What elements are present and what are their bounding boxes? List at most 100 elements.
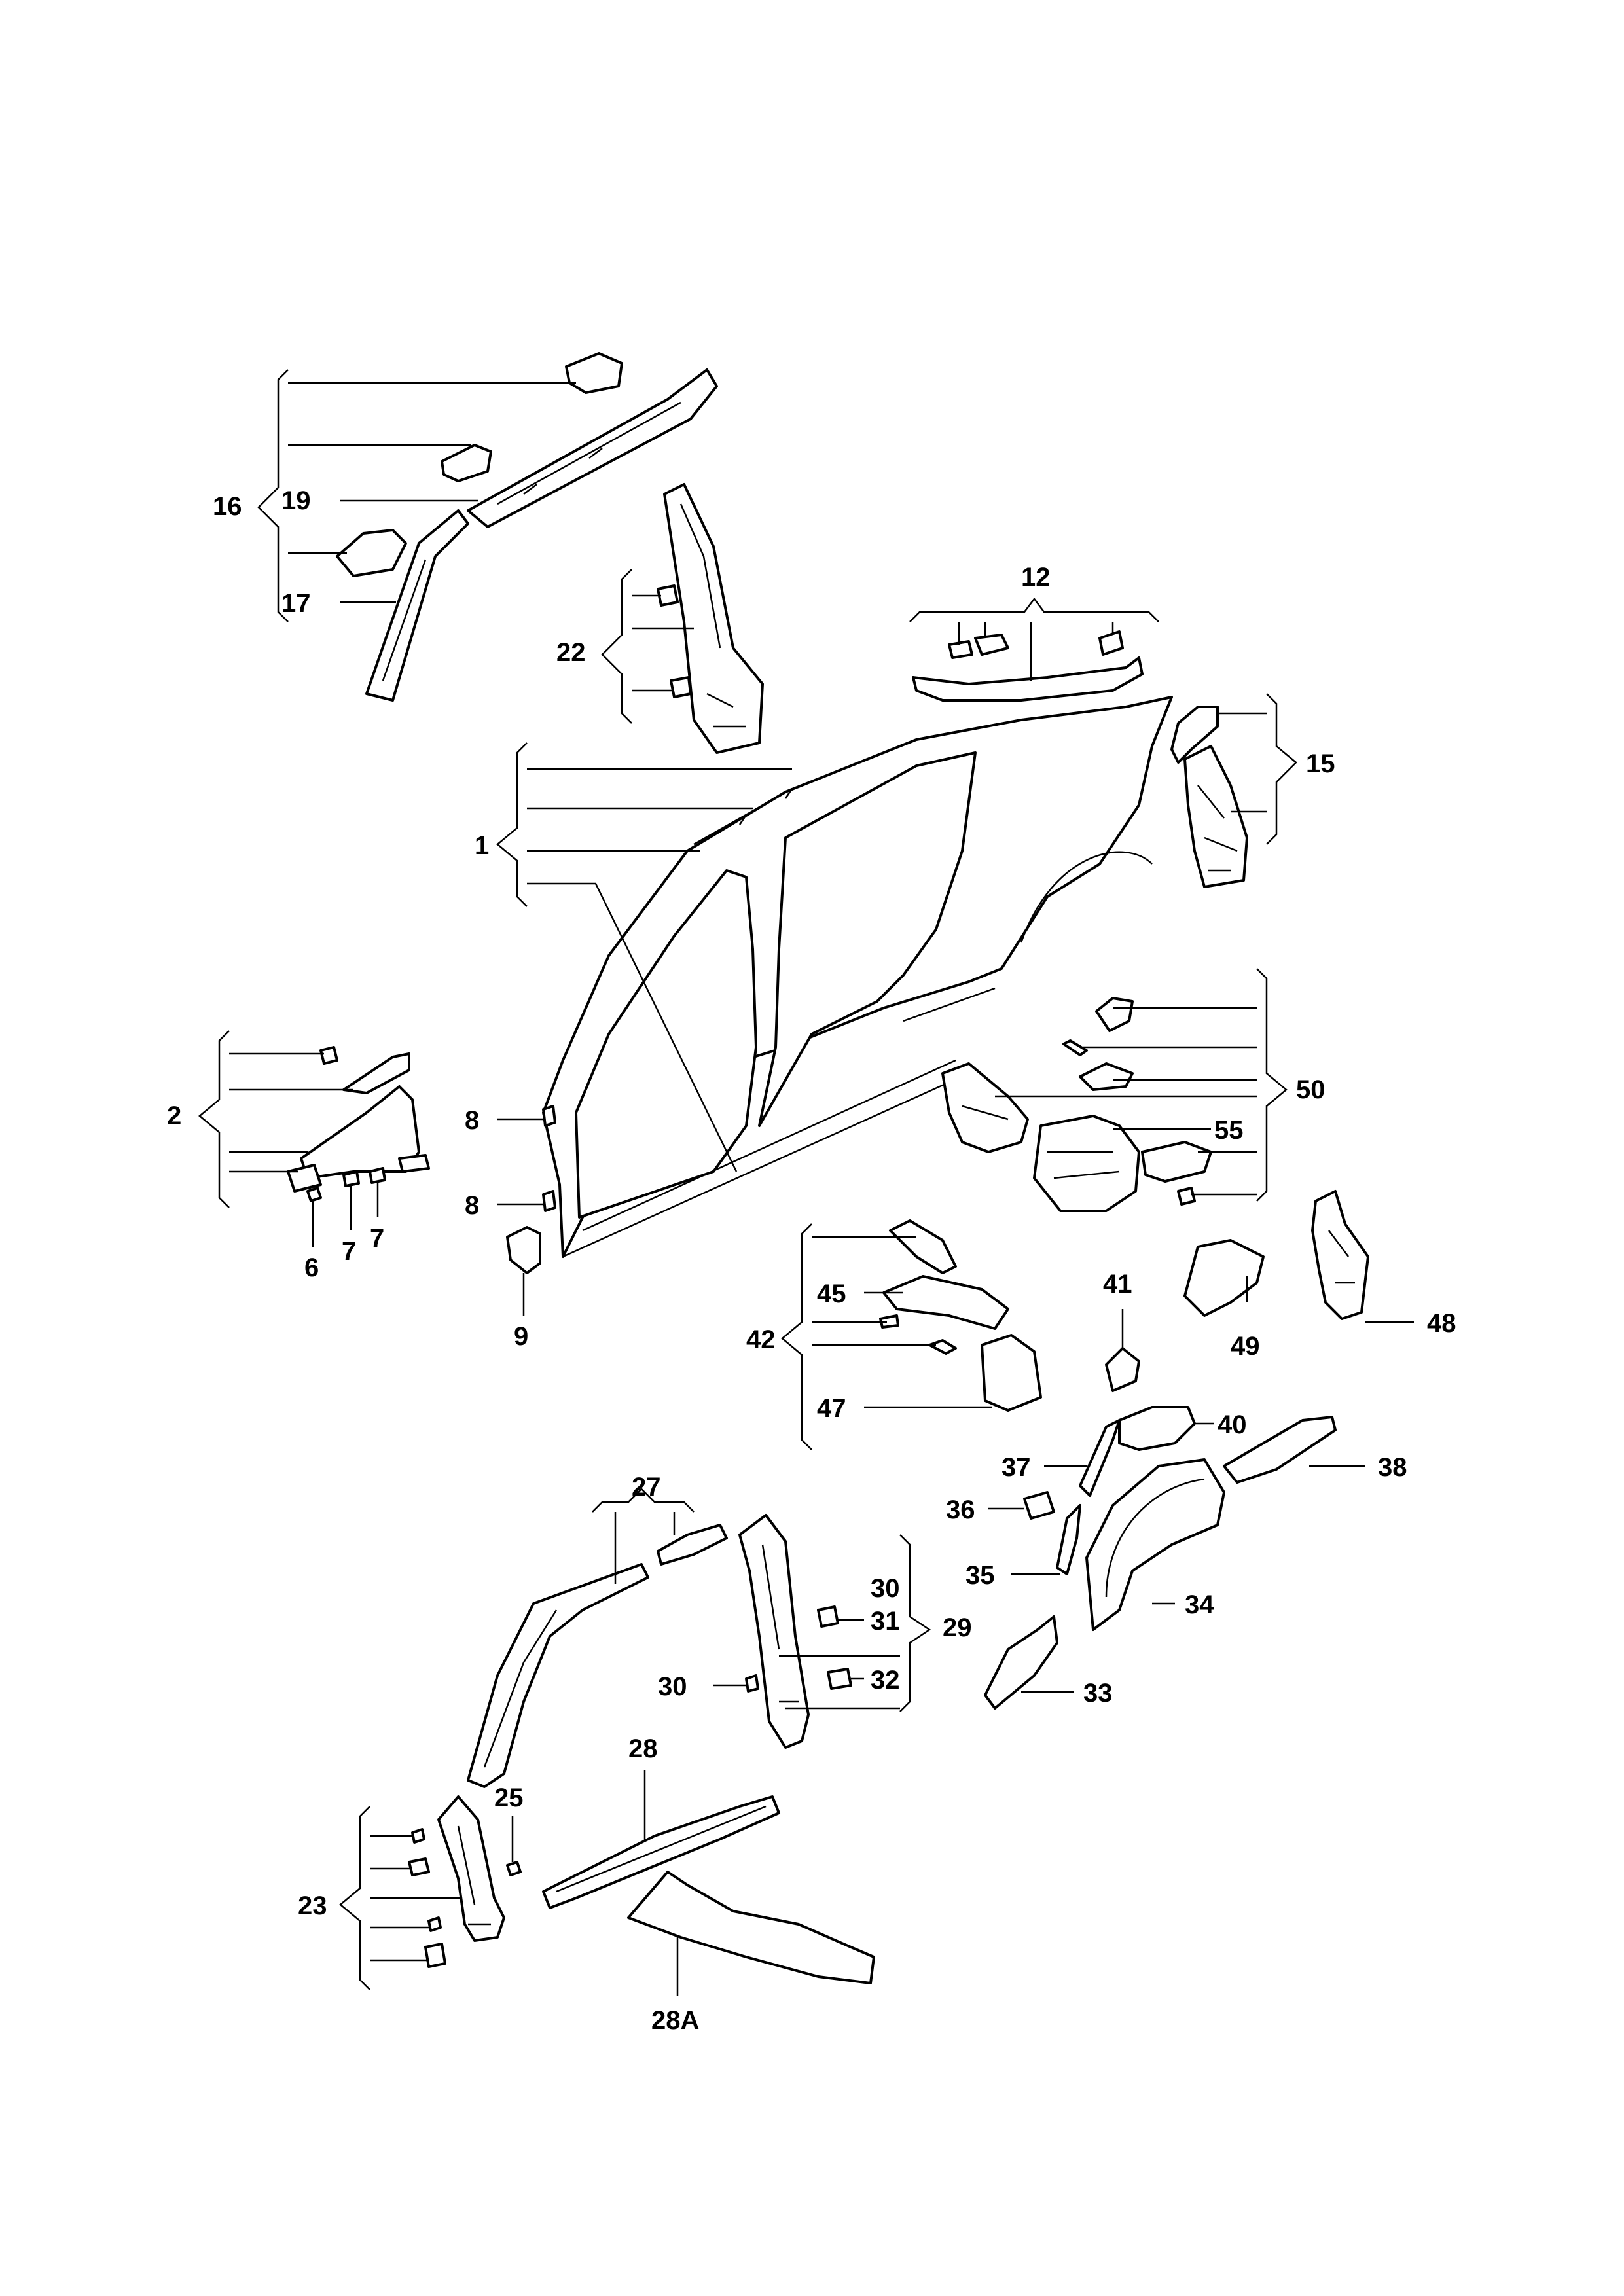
part-50-rear-bracket: [1141, 1141, 1212, 1183]
part-rear-roof-rail: [912, 656, 1144, 702]
callout-15: 15: [1306, 749, 1335, 778]
part-42-clip-a: [879, 1314, 899, 1329]
group-12-rear-roof-rail: 12: [909, 563, 1159, 702]
callout-50: 50: [1296, 1075, 1326, 1104]
items-33-40-wheelhouse-lower: 40 37 38 36 35 34 33: [946, 1406, 1407, 1710]
callout-55: 55: [1214, 1116, 1244, 1145]
part-bolt-7a: [342, 1170, 360, 1187]
callout-49: 49: [1231, 1332, 1260, 1361]
callout-27: 27: [632, 1473, 661, 1501]
callout-48: 48: [1427, 1309, 1456, 1338]
part-b-pillar-clip-lower: [670, 676, 692, 698]
part-42-upper-bracket: [889, 1219, 957, 1274]
body-side-roof-detail: [693, 787, 793, 846]
leader-1d: [527, 882, 738, 1172]
part-50-clip-top: [1095, 997, 1134, 1032]
part-34-wheelhouse-outer: [1085, 1458, 1225, 1631]
callout-41: 41: [1103, 1270, 1132, 1299]
part-55-wheelhouse-inner: [1033, 1115, 1140, 1212]
part-48-rear-panel: [1311, 1190, 1369, 1320]
callout-30b: 30: [658, 1672, 687, 1701]
part-b-pillar-clip-upper: [657, 584, 679, 607]
brace-50: [1256, 968, 1288, 1202]
part-48-detail: [1328, 1230, 1355, 1284]
brace-27: [592, 1488, 695, 1513]
part-bolt-6: [306, 1187, 322, 1202]
part-23-clip-d: [424, 1943, 446, 1968]
callout-17: 17: [281, 589, 311, 618]
callout-34: 34: [1185, 1590, 1214, 1619]
part-37-strip: [1079, 1419, 1121, 1497]
callout-33: 33: [1083, 1679, 1113, 1708]
group-23-hinge-pillar-inner: 23: [298, 1795, 505, 1990]
part-29-b-pillar-inner: [738, 1514, 810, 1749]
part-47-rear-brace: [981, 1334, 1042, 1412]
callout-30a: 30: [871, 1574, 900, 1603]
part-roof-rail-clip: [441, 444, 492, 482]
callout-31: 31: [871, 1607, 900, 1636]
group-16-roof-rail-assembly: 16 19 17: [213, 352, 718, 702]
part-23-clip-c: [427, 1916, 442, 1932]
callout-28: 28: [628, 1734, 658, 1763]
callout-40: 40: [1218, 1410, 1247, 1439]
part-42-pin: [928, 1339, 957, 1355]
part-23-hinge-pillar-inner: [437, 1795, 505, 1942]
callout-36: 36: [946, 1496, 975, 1524]
part-40-wheelhouse-cap: [1118, 1406, 1196, 1451]
part-27-a-pillar-inner: [467, 1563, 649, 1788]
brace-29: [899, 1534, 931, 1712]
callout-45: 45: [817, 1280, 846, 1308]
part-hinge-upper-bracket: [342, 1052, 410, 1094]
part-33-sill-end: [984, 1615, 1058, 1710]
items-41-48-49-quarter-brackets: 41 49 48: [1103, 1190, 1456, 1392]
callout-29: 29: [943, 1613, 972, 1642]
hinge-pillar-23-detail: [457, 1825, 491, 1926]
callout-16: 16: [213, 492, 242, 521]
part-hinge-pillar-main: [300, 1085, 420, 1179]
part-25-pin: [506, 1861, 522, 1876]
rear-door-opening: [758, 751, 977, 1127]
callout-25: 25: [494, 1784, 524, 1812]
sill-28-detail: [556, 1805, 767, 1893]
part-27-roof-bow: [657, 1524, 728, 1566]
group-27-a-pillar-inner: 27: [467, 1473, 728, 1788]
b-pillar-29-detail: [761, 1544, 799, 1703]
group-29-b-pillar-inner: 30 31 29 32 30: [658, 1514, 972, 1749]
front-door-opening: [575, 869, 757, 1219]
callout-22: 22: [556, 638, 586, 667]
part-b-pillar-reinforcement: [663, 483, 764, 754]
brace-1: [496, 742, 528, 907]
callout-38: 38: [1378, 1453, 1407, 1482]
part-41-bracket: [1105, 1347, 1140, 1392]
callout-12: 12: [1021, 563, 1051, 592]
group-42-rear-sill-reinforcements: 42 45 47: [746, 1219, 1042, 1450]
callout-8a: 8: [465, 1106, 479, 1135]
callout-8b: 8: [465, 1191, 479, 1220]
part-roof-rail-bracket: [565, 352, 623, 394]
part-bracket-9: [506, 1226, 541, 1274]
part-50-small-clip: [1177, 1187, 1196, 1206]
part-hinge-tab: [398, 1154, 430, 1173]
part-23-clip-a: [411, 1828, 425, 1844]
b-pillar-detail: [679, 503, 746, 728]
part-hinge-clip-small: [319, 1046, 338, 1065]
callout-28A: 28A: [651, 2006, 699, 2035]
brace-2: [198, 1030, 230, 1208]
part-50-bracket: [1079, 1062, 1134, 1091]
part-50-pin: [1062, 1039, 1088, 1056]
rear-quarter-detail: [1197, 785, 1238, 872]
callout-9: 9: [514, 1322, 528, 1351]
wheelhouse-34-detail: [1105, 1478, 1205, 1598]
callout-42: 42: [746, 1325, 776, 1354]
part-roof-rail-outer: [467, 368, 718, 528]
part-38-trim: [1223, 1416, 1337, 1484]
part-50-shock-tower: [941, 1062, 1029, 1153]
callout-6: 6: [304, 1253, 319, 1282]
part-rear-quarter-upper-brace: [1170, 706, 1219, 764]
part-35-strip: [1056, 1504, 1081, 1575]
callout-7b: 7: [370, 1224, 384, 1253]
callout-32: 32: [871, 1666, 900, 1695]
callout-47: 47: [817, 1394, 846, 1423]
brace-42: [781, 1223, 812, 1450]
